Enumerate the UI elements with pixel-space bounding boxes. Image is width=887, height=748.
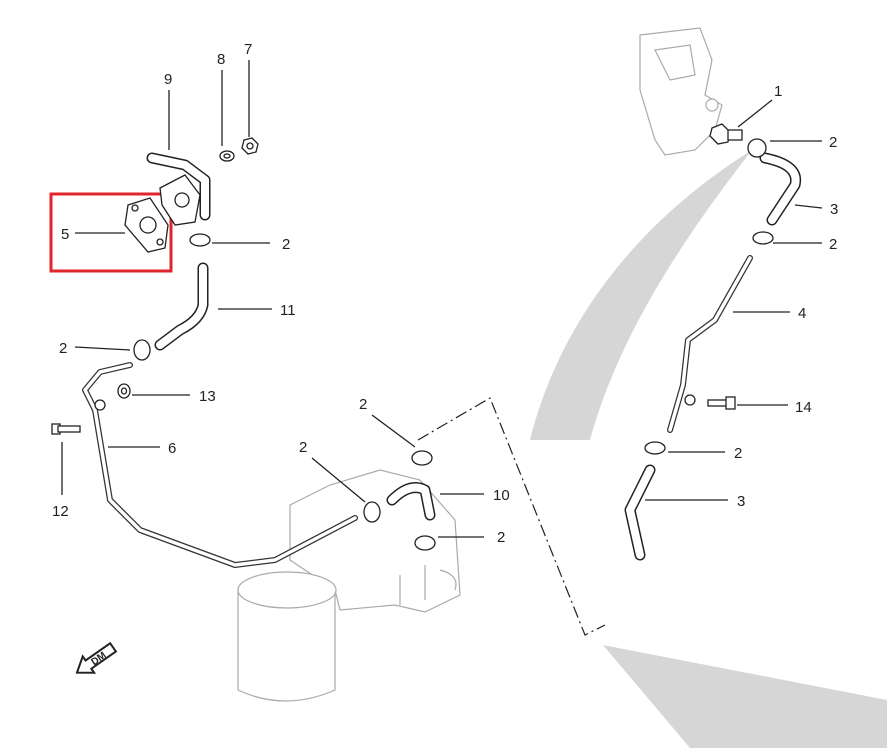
callout-12: 12: [52, 503, 69, 520]
callout-1: 1: [774, 83, 782, 100]
pipe-part-6[interactable]: [82, 362, 358, 568]
callout-2: 2: [829, 236, 837, 253]
washer-part-8[interactable]: [219, 150, 235, 162]
callout-2: 2: [299, 439, 307, 456]
hose-part-10[interactable]: [386, 482, 436, 521]
callout-4: 4: [798, 305, 806, 322]
callout-3: 3: [830, 201, 838, 218]
hose-part-3-upper[interactable]: [759, 152, 802, 226]
bolt-part-12[interactable]: [51, 423, 81, 435]
callout-7: 7: [244, 41, 252, 58]
elbow-part-9[interactable]: [146, 152, 211, 226]
dm-arrow-icon: DM: [75, 641, 118, 674]
callout-2: 2: [497, 529, 505, 546]
washer-part-13[interactable]: [117, 383, 131, 399]
callout-13: 13: [199, 388, 216, 405]
clamp-part-2[interactable]: [133, 138, 774, 551]
callout-2: 2: [59, 340, 67, 357]
callout-2: 2: [734, 445, 742, 462]
engine-block-outline: [237, 469, 461, 702]
hose-part-3-lower[interactable]: [624, 464, 656, 561]
gasket-part-5[interactable]: [124, 197, 169, 253]
highlight-box: [49, 192, 173, 273]
callout-11: 11: [280, 302, 296, 319]
callout-5: 5: [61, 226, 69, 243]
callout-8: 8: [217, 51, 225, 68]
callout-14: 14: [795, 399, 812, 416]
fitting-part-1[interactable]: [709, 123, 743, 145]
pipe-part-4[interactable]: [667, 255, 753, 433]
callout-2: 2: [282, 236, 290, 253]
hose-part-11[interactable]: [154, 262, 209, 351]
callout-9: 9: [164, 71, 172, 88]
callout-2: 2: [829, 134, 837, 151]
callout-10: 10: [493, 487, 510, 504]
nut-part-7[interactable]: [241, 137, 259, 155]
shadow-wedge-upper: [530, 150, 752, 440]
callout-6: 6: [168, 440, 176, 457]
callout-2: 2: [359, 396, 367, 413]
shadow-wedge-lower: [603, 645, 887, 748]
bolt-part-14[interactable]: [707, 396, 736, 410]
leader-lines: [61, 60, 823, 538]
callout-3: 3: [737, 493, 745, 510]
